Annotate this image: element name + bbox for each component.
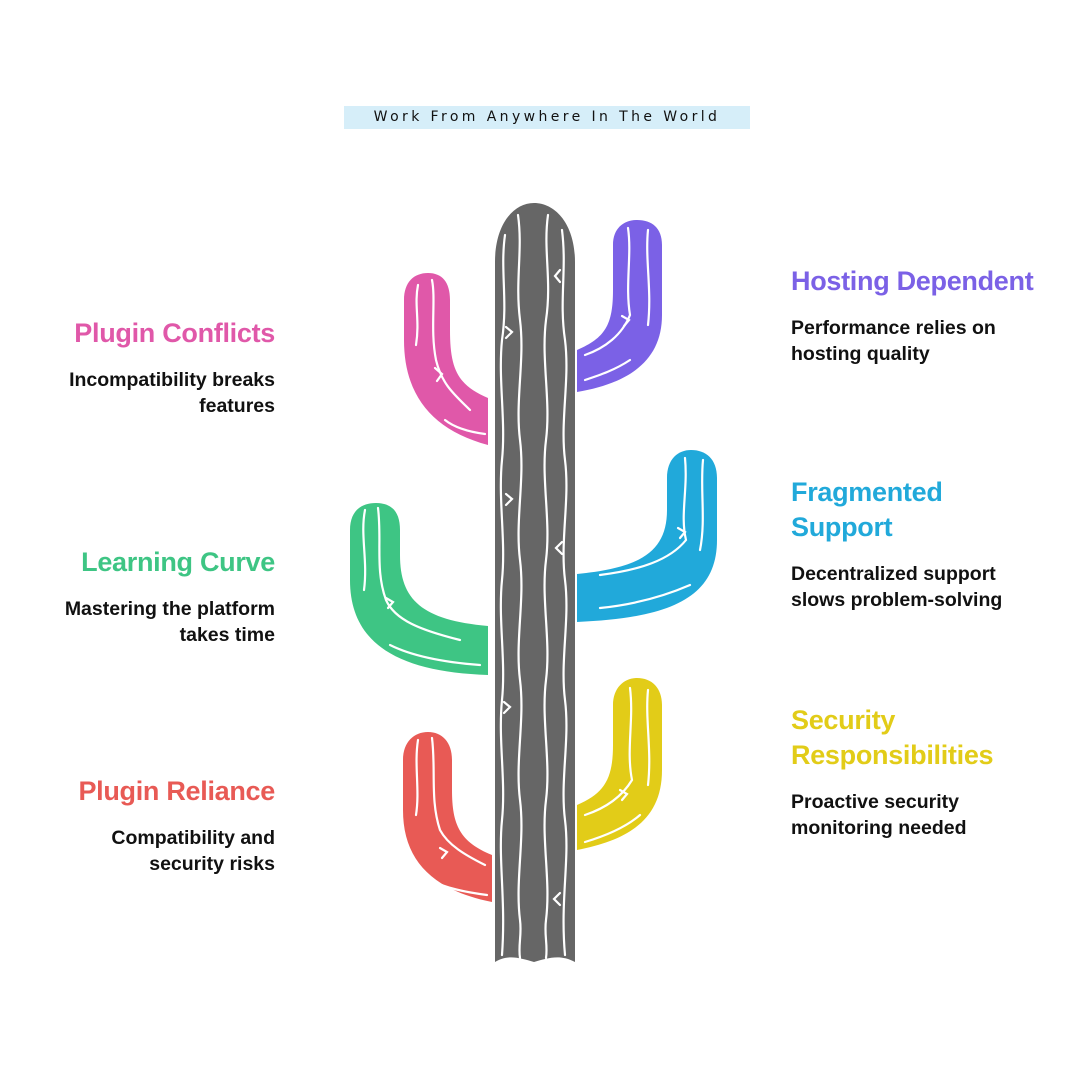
item-title: Plugin Conflicts	[74, 318, 275, 348]
arm-plugin-conflicts	[404, 273, 488, 445]
cactus-trunk	[495, 203, 575, 962]
title-banner: Work From Anywhere In The World	[344, 106, 750, 129]
item-description: Proactive security monitoring needed	[791, 791, 967, 839]
item-hosting-dependent: Hosting Dependent Performance relies on …	[791, 264, 1071, 367]
item-title: Plugin Reliance	[78, 776, 275, 806]
item-security-responsibilities: Security Responsibilities Proactive secu…	[791, 703, 1051, 841]
item-description: Decentralized support slows problem-solv…	[791, 563, 1003, 611]
item-description: Performance relies on hosting quality	[791, 317, 996, 365]
arm-security-responsibilities	[577, 678, 662, 850]
arm-fragmented-support	[577, 450, 717, 622]
arm-learning-curve	[350, 503, 488, 675]
item-description: Mastering the platform takes time	[64, 598, 275, 646]
item-title: Fragmented Support	[791, 477, 943, 542]
item-description: Compatibility and security risks	[111, 827, 275, 875]
item-title: Hosting Dependent	[791, 266, 1034, 296]
item-description: Incompatibility breaks features	[69, 369, 275, 417]
item-title: Security Responsibilities	[791, 705, 994, 770]
item-plugin-conflicts: Plugin Conflicts Incompatibility breaks …	[15, 316, 275, 419]
arm-plugin-reliance	[403, 732, 492, 902]
item-plugin-reliance: Plugin Reliance Compatibility and securi…	[15, 774, 275, 877]
item-fragmented-support: Fragmented Support Decentralized support…	[791, 475, 1051, 613]
item-learning-curve: Learning Curve Mastering the platform ta…	[15, 545, 275, 648]
item-title: Learning Curve	[81, 547, 275, 577]
